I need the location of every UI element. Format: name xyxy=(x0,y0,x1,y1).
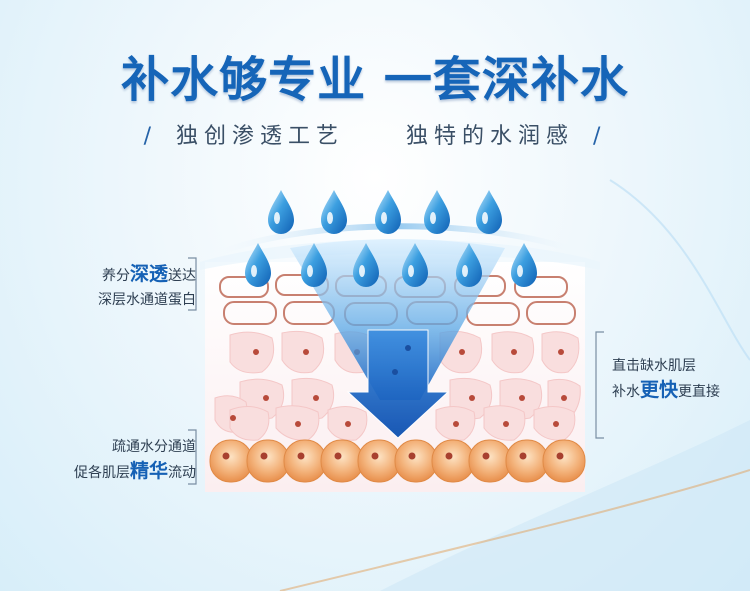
label-text: 养分 xyxy=(101,268,130,284)
basal-cell-layer xyxy=(209,439,586,483)
label-text: 送达 xyxy=(168,268,196,284)
label-line1: 直击缺水肌层 xyxy=(612,358,696,374)
penetration-funnel xyxy=(290,239,505,400)
label-text: 促各肌层 xyxy=(73,465,130,481)
label-essence-flow: 疏通水分通道 促各肌层精华流动 xyxy=(40,435,196,485)
down-arrow-icon xyxy=(346,329,450,439)
label-text: 流动 xyxy=(168,465,196,481)
subtitle-left: 独创渗透工艺 xyxy=(175,124,344,149)
label-faster-hydration: 直击缺水肌层 补水更快更直接 xyxy=(612,354,747,404)
label-brackets xyxy=(188,257,604,485)
label-text: 更直接 xyxy=(678,384,721,400)
page-title: 补水够专业 一套深补水 xyxy=(121,52,629,108)
subtitle-right: 独特的水润感 xyxy=(406,124,575,149)
label-text: 补水 xyxy=(612,384,640,400)
label-line2: 深层水通道蛋白 xyxy=(98,292,196,308)
subtitle-separator-left: / xyxy=(143,124,157,149)
label-emphasis: 深透 xyxy=(129,263,168,285)
label-line1: 疏通水分通道 xyxy=(112,439,196,455)
label-deep-penetration: 养分深透送达 深层水通道蛋白 xyxy=(40,262,196,312)
subtitle-separator-right: / xyxy=(593,124,607,149)
label-emphasis: 更快 xyxy=(640,379,679,401)
page-subtitle: / 独创渗透工艺 独特的水润感 / xyxy=(0,118,750,150)
label-emphasis: 精华 xyxy=(129,460,168,482)
